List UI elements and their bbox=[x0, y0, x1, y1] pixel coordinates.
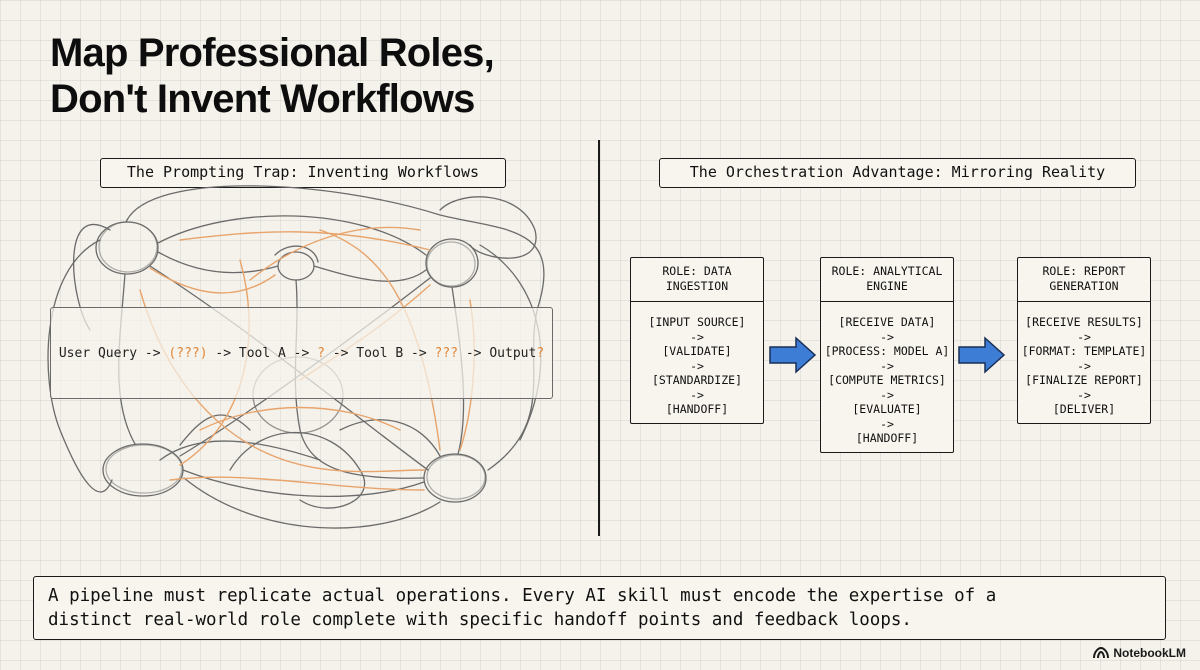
role-step: [DELIVER] bbox=[1052, 402, 1116, 416]
role-step: [STANDARDIZE] bbox=[651, 373, 742, 387]
tangle-line bbox=[182, 469, 425, 498]
tangle-line bbox=[229, 431, 366, 509]
takeaway-callout: A pipeline must replicate actual operati… bbox=[33, 576, 1166, 640]
role-step: [HANDOFF] bbox=[665, 402, 729, 416]
tangle-line bbox=[149, 267, 276, 294]
notebooklm-logo-icon bbox=[1093, 647, 1110, 659]
query-chain-box: User Query -> (???) -> Tool A -> ? -> To… bbox=[50, 307, 553, 399]
handoff-arrow-shape bbox=[958, 336, 1006, 374]
tangle-line bbox=[169, 476, 425, 491]
query-chain-fragment: ? bbox=[536, 345, 545, 361]
role-step: [EVALUATE] bbox=[852, 402, 922, 416]
tangle-line bbox=[179, 414, 251, 446]
tangle-line bbox=[179, 231, 431, 251]
page-title: Map Professional Roles, Don't Invent Wor… bbox=[50, 30, 495, 122]
tangle-line bbox=[157, 251, 279, 274]
role-card-steps: [RECEIVE DATA]->[PROCESS: MODEL A]->[COM… bbox=[821, 302, 953, 452]
role-card-steps: [RECEIVE RESULTS]->[FORMAT: TEMPLATE]->[… bbox=[1018, 302, 1150, 423]
tangle-line bbox=[249, 226, 421, 281]
page-title-line-2: Don't Invent Workflows bbox=[50, 77, 475, 121]
role-step: [RECEIVE RESULTS] bbox=[1025, 315, 1143, 329]
tangle-line bbox=[313, 265, 427, 282]
handoff-arrow-icon bbox=[958, 336, 1006, 374]
panel-divider bbox=[598, 140, 600, 536]
tangle-line bbox=[274, 245, 319, 263]
handoff-arrow-icon bbox=[769, 336, 817, 374]
role-card-header: ROLE: ANALYTICAL ENGINE bbox=[821, 258, 953, 302]
role-step: [FINALIZE REPORT] bbox=[1025, 373, 1143, 387]
tangle-line bbox=[339, 419, 441, 457]
tangle-line bbox=[159, 440, 321, 461]
page-title-line-1: Map Professional Roles, bbox=[50, 31, 495, 75]
tangle-line bbox=[183, 477, 441, 529]
tangle-line bbox=[439, 196, 537, 259]
step-arrow: -> bbox=[880, 416, 894, 431]
query-chain-fragment: -> Tool B -> bbox=[324, 345, 435, 361]
step-arrow: -> bbox=[880, 387, 894, 402]
step-arrow: -> bbox=[880, 329, 894, 344]
prompting-trap-label: The Prompting Trap: Inventing Workflows bbox=[100, 158, 506, 188]
query-chain-fragment: User Query -> bbox=[58, 345, 169, 361]
query-chain-fragment: ? bbox=[317, 345, 325, 361]
step-arrow: -> bbox=[1077, 387, 1091, 402]
step-arrow: -> bbox=[1077, 358, 1091, 373]
query-chain-fragment: -> Output bbox=[458, 345, 537, 361]
step-arrow: -> bbox=[1077, 329, 1091, 344]
step-arrow: -> bbox=[690, 387, 704, 402]
step-arrow: -> bbox=[690, 329, 704, 344]
tangle-line bbox=[157, 215, 427, 256]
step-arrow: -> bbox=[880, 358, 894, 373]
step-arrow: -> bbox=[690, 358, 704, 373]
role-card-data-ingestion: ROLE: DATA INGESTION [INPUT SOURCE]->[VA… bbox=[630, 257, 764, 424]
role-step: [INPUT SOURCE] bbox=[648, 315, 746, 329]
role-step: [PROCESS: MODEL A] bbox=[824, 344, 950, 358]
tangle-line bbox=[199, 406, 401, 431]
query-chain-fragment: (???) bbox=[168, 345, 208, 361]
role-card-header: ROLE: DATA INGESTION bbox=[631, 258, 763, 302]
role-card-header: ROLE: REPORT GENERATION bbox=[1018, 258, 1150, 302]
tangled-workflow-diagram bbox=[47, 185, 545, 529]
role-step: [HANDOFF] bbox=[855, 431, 919, 445]
role-card-analytical-engine: ROLE: ANALYTICAL ENGINE [RECEIVE DATA]->… bbox=[820, 257, 954, 453]
role-step: [FORMAT: TEMPLATE] bbox=[1021, 344, 1147, 358]
role-step: [VALIDATE] bbox=[662, 344, 732, 358]
query-chain-fragment: -> Tool A -> bbox=[207, 345, 318, 361]
handoff-arrow-shape bbox=[769, 336, 817, 374]
notebooklm-label: NotebookLM bbox=[1113, 646, 1186, 660]
tangle-line bbox=[47, 239, 113, 493]
orchestration-advantage-label: The Orchestration Advantage: Mirroring R… bbox=[659, 158, 1136, 188]
takeaway-line-1: A pipeline must replicate actual operati… bbox=[48, 586, 997, 606]
role-card-steps: [INPUT SOURCE]->[VALIDATE]->[STANDARDIZE… bbox=[631, 302, 763, 423]
takeaway-line-2: distinct real-world role complete with s… bbox=[48, 610, 912, 630]
query-chain-fragment: ??? bbox=[434, 345, 459, 361]
role-card-report-generation: ROLE: REPORT GENERATION [RECEIVE RESULTS… bbox=[1017, 257, 1151, 424]
role-step: [RECEIVE DATA] bbox=[838, 315, 936, 329]
workflow-node-top-center bbox=[277, 251, 315, 281]
role-step: [COMPUTE METRICS] bbox=[828, 373, 946, 387]
query-chain-text: User Query -> (???) -> Tool A -> ? -> To… bbox=[59, 346, 544, 361]
notebooklm-badge: NotebookLM bbox=[1093, 646, 1186, 660]
